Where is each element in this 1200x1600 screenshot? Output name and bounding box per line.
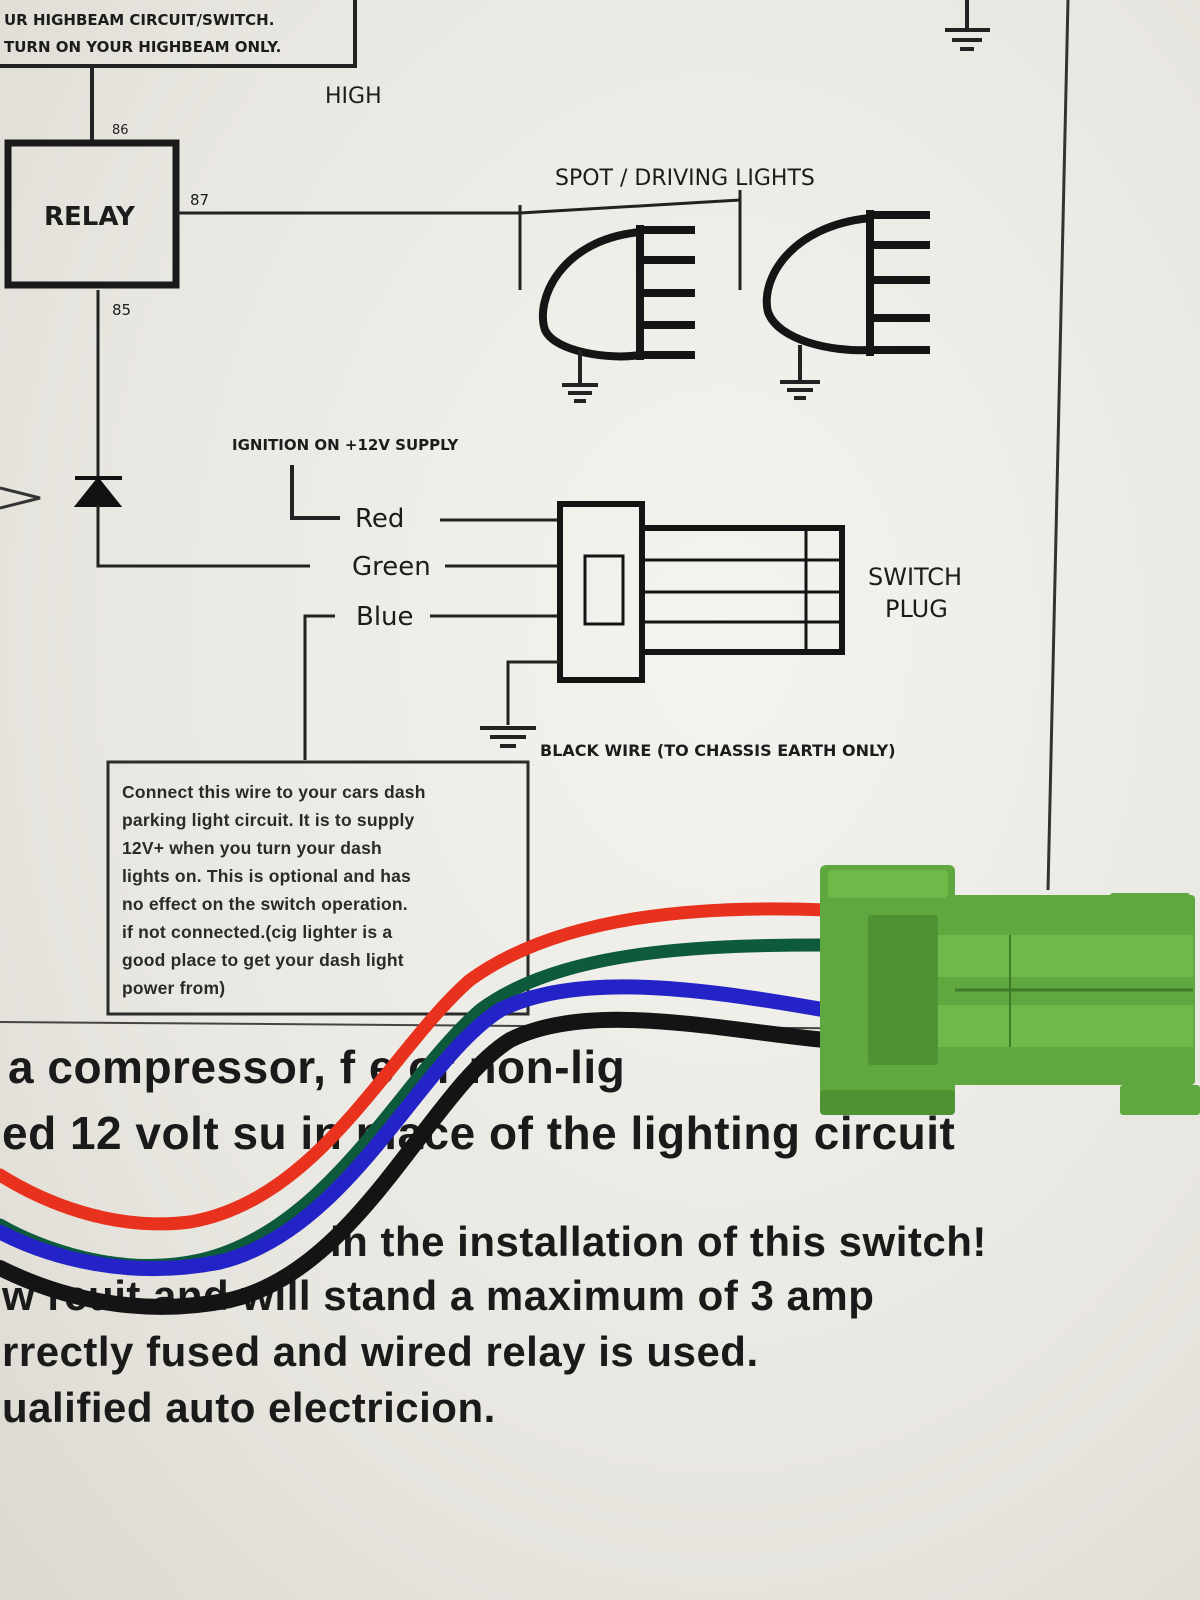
ground-icon-top: [945, 0, 990, 51]
arrow-icon-left: [0, 486, 41, 510]
top-note-box: [0, 0, 357, 68]
spot-lights-label: SPOT / DRIVING LIGHTS: [555, 166, 815, 191]
pin-86-label: 86: [112, 123, 129, 138]
ground-icon-lamp-1: [562, 350, 598, 403]
ground-icon-chassis: [480, 726, 536, 748]
diode-icon: [73, 476, 123, 507]
switch-plug-label-1: SWITCH: [868, 563, 962, 591]
page-border-line: [1046, 0, 1070, 891]
high-label: HIGH: [325, 84, 382, 109]
ground-icon-lamp-2: [780, 345, 820, 400]
black-wire-label: BLACK WIRE (TO CHASSIS EARTH ONLY): [540, 741, 896, 760]
wire-label-red: Red: [355, 504, 404, 534]
top-note-line2: TURN ON YOUR HIGHBEAM ONLY.: [4, 38, 281, 56]
spot-light-icon-2: [762, 210, 930, 356]
relay-label: RELAY: [44, 202, 136, 232]
body-line-1: a compressor, f e or non-lig: [8, 1041, 626, 1093]
body-line-3: in the installation of this switch!: [330, 1218, 987, 1265]
wire-label-blue: Blue: [356, 602, 414, 632]
pin-85-label: 85: [112, 301, 131, 319]
notice-text: Connect this wire to your cars dash park…: [122, 782, 426, 998]
ignition-label: IGNITION ON +12V SUPPLY: [232, 436, 459, 454]
switch-plug-label-2: PLUG: [885, 595, 948, 623]
spot-light-icon-1: [538, 225, 695, 361]
body-line-2: ed 12 volt su in place of the lighting c…: [2, 1107, 956, 1159]
body-line-4: w rcuit and will stand a maximum of 3 am…: [2, 1272, 875, 1319]
body-line-6: ualified auto electricion.: [2, 1384, 496, 1431]
switch-plug-diagram: [557, 501, 845, 683]
wire-label-green: Green: [352, 552, 431, 582]
body-line-5: rrectly fused and wired relay is used.: [2, 1328, 759, 1375]
top-note-line1: UR HIGHBEAM CIRCUIT/SWITCH.: [4, 11, 274, 29]
pin-87-label: 87: [190, 191, 209, 209]
